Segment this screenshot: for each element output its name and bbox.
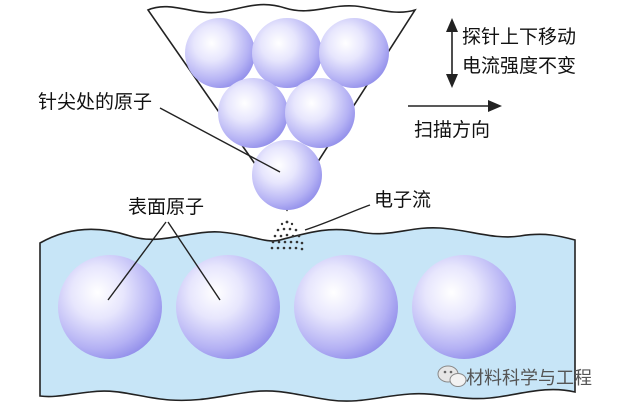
tip-atom [185, 18, 255, 88]
electron-flow-leader [304, 204, 371, 231]
tip-apex-atom [252, 140, 322, 210]
electron-flow-dots [270, 220, 304, 251]
scan-direction-label: 扫描方向 [414, 119, 490, 141]
surface-atom-leader-left [107, 221, 167, 301]
tip-atom [285, 78, 355, 148]
tip-atom [218, 78, 288, 148]
probe-motion-label-line2: 电流强度不变 [462, 55, 576, 77]
surface-atom-leader-right [167, 221, 221, 301]
surface-atoms-label: 表面原子 [128, 196, 204, 218]
tip-atom [319, 18, 389, 88]
probe-motion-label-line1: 探针上下移动 [462, 26, 576, 48]
electron-flow-label: 电子流 [374, 189, 431, 211]
tip-atom-leader [159, 107, 281, 173]
surface-atom [176, 255, 280, 359]
vertical-double-arrow [446, 18, 458, 88]
tip-atom [252, 18, 322, 88]
tip-atom-label: 针尖处的原子 [38, 91, 152, 113]
surface-atom [294, 255, 398, 359]
scan-direction-arrow [408, 100, 502, 112]
watermark-text: 材料科学与工程 [466, 368, 592, 389]
wechat-icon [437, 365, 467, 387]
surface-atom [412, 255, 516, 359]
surface-atom [58, 255, 162, 359]
